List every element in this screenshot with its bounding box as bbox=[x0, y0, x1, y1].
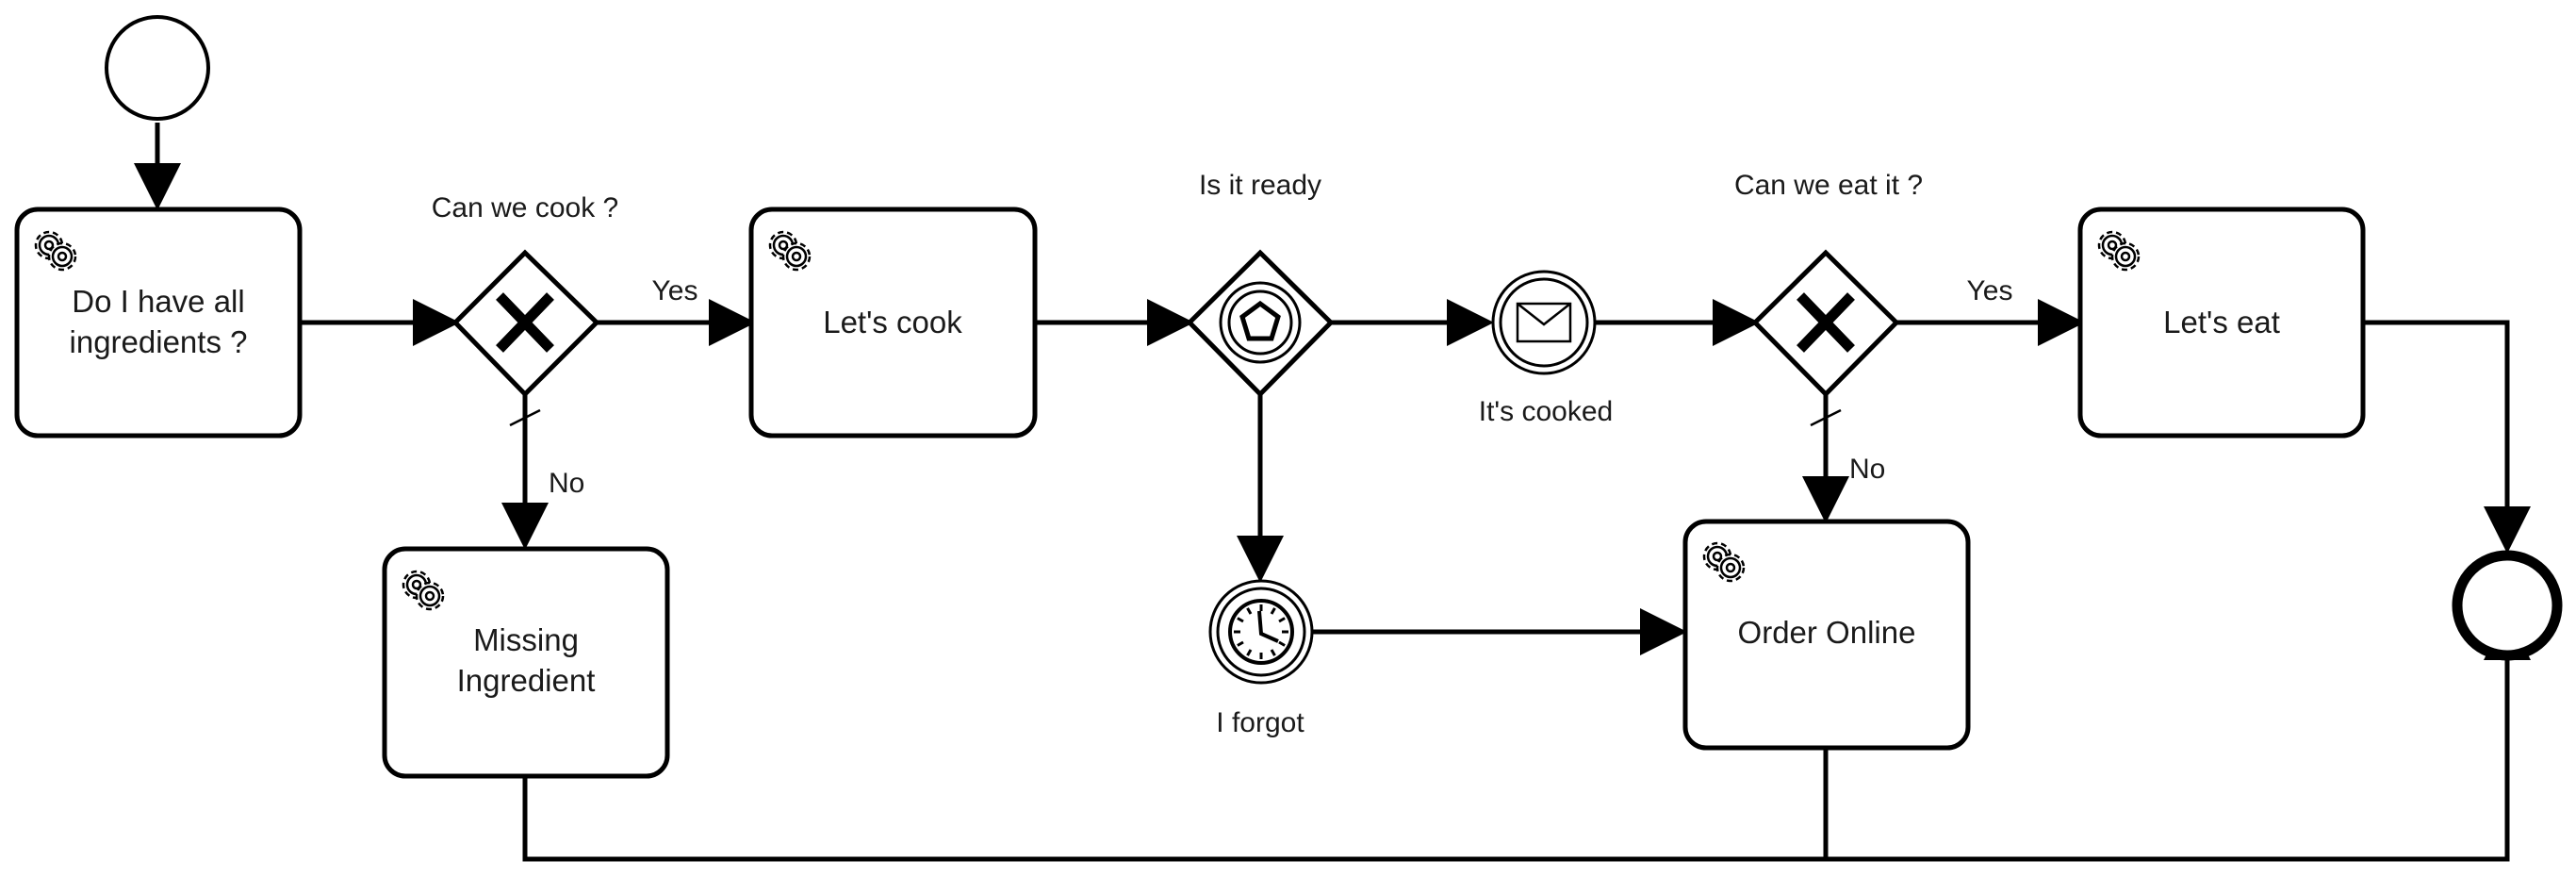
gateway-can-we-cook[interactable] bbox=[451, 249, 600, 398]
sequence-flows bbox=[134, 123, 2531, 862]
task-label: Do I have all bbox=[72, 284, 244, 319]
pentagon-icon bbox=[1239, 300, 1281, 341]
gear-icon bbox=[1715, 553, 1746, 583]
task-lets-cook[interactable]: Let's cook bbox=[748, 207, 1038, 438]
gateway-label: Is it ready bbox=[1199, 170, 1321, 201]
flow-label: No bbox=[1849, 454, 1885, 485]
task-label: ingredients ? bbox=[70, 324, 248, 359]
task-lets-eat[interactable]: Let's eat bbox=[2077, 207, 2366, 438]
task-missing-ingredient[interactable]: Missing Ingredient bbox=[382, 546, 670, 779]
default-flow-marker-1 bbox=[509, 408, 541, 427]
flow-label: Yes bbox=[652, 275, 698, 306]
flow-label: No bbox=[549, 468, 584, 499]
end-event[interactable] bbox=[2452, 550, 2563, 661]
gear-icon bbox=[47, 241, 77, 272]
event-label: It's cooked bbox=[1479, 396, 1613, 427]
event-i-forgot[interactable] bbox=[1208, 579, 1314, 685]
gear-icon bbox=[2110, 241, 2141, 272]
gateway-label: Can we cook ? bbox=[432, 192, 618, 223]
gear-icon bbox=[415, 581, 445, 611]
envelope-icon bbox=[1516, 302, 1572, 343]
task-label: Let's eat bbox=[2163, 305, 2280, 339]
flow-missing-to-end[interactable] bbox=[522, 613, 2531, 862]
gateway-label: Can we eat it ? bbox=[1734, 170, 1923, 201]
x-icon bbox=[496, 292, 554, 353]
task-order-online[interactable]: Order Online bbox=[1682, 519, 1971, 751]
default-flow-marker-2 bbox=[1810, 408, 1842, 427]
gear-icon bbox=[781, 241, 812, 272]
clock-icon bbox=[1228, 599, 1294, 665]
task-label: Missing bbox=[473, 622, 579, 657]
flow-label: Yes bbox=[1967, 275, 2013, 306]
gateway-can-we-eat[interactable] bbox=[1751, 249, 1900, 398]
x-icon bbox=[1797, 292, 1855, 353]
task-label: Order Online bbox=[1738, 615, 1916, 650]
task-label: Let's cook bbox=[823, 305, 962, 339]
start-event[interactable] bbox=[105, 15, 210, 121]
gateway-is-it-ready[interactable] bbox=[1186, 249, 1335, 398]
task-check-ingredients[interactable]: Do I have all ingredients ? bbox=[14, 207, 303, 438]
event-label: I forgot bbox=[1216, 707, 1304, 738]
task-label: Ingredient bbox=[457, 663, 596, 698]
event-its-cooked[interactable] bbox=[1491, 270, 1597, 375]
flow-eat-to-end[interactable] bbox=[2363, 320, 2531, 554]
